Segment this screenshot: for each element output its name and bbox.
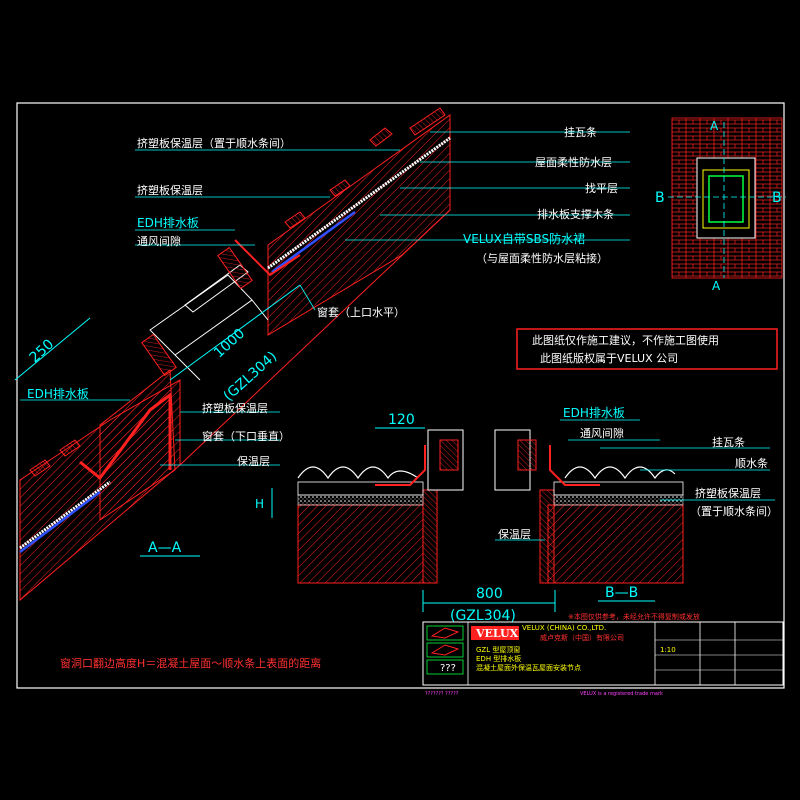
velux-logo-bg — [471, 626, 519, 640]
product-line-2: EDH 型排水板 — [476, 654, 521, 663]
label-ventilation-gap: 通风间隙 — [137, 234, 181, 248]
label-top-sill: 窗套（上口水平） — [317, 305, 405, 319]
key-plan-window-sash — [702, 169, 750, 229]
concrete-right-bb — [547, 504, 684, 584]
top-flashing-shape — [234, 239, 301, 277]
window-type-icon-1-shape — [430, 627, 460, 639]
label-insulation-aa: 保温层 — [237, 454, 270, 468]
marker-a-top: A — [710, 119, 719, 133]
section-aa-title: A—A — [148, 540, 182, 556]
key-plan-window-outer — [696, 157, 756, 239]
key-plan: A A B B — [655, 117, 786, 293]
section-bb-title: B—B — [605, 585, 638, 601]
scale-text: 1:10 — [660, 646, 676, 654]
label-tile-batten: 挂瓦条 — [564, 125, 597, 139]
tiles-left — [297, 466, 419, 480]
label-xps-board: 挤塑板保温层 — [137, 183, 203, 197]
product-line-1: GZL 型屋顶窗 — [476, 645, 520, 654]
flashing-left-bb — [375, 445, 426, 486]
small-code: ??? — [440, 663, 456, 674]
footer-right: VELUX is a registered trade mark — [580, 691, 663, 697]
label-xps-bb: 挤塑板保温层 — [695, 486, 761, 500]
label-edh-flashing: EDH排水板 — [137, 216, 199, 230]
label-velux-sbs: VELUX自带SBS防水裙 — [463, 231, 585, 246]
dim-h: H — [255, 497, 264, 511]
upstand-right — [539, 489, 555, 584]
label-bottom-sill: 窗套（下口垂直） — [202, 429, 290, 443]
insulation-lower — [19, 480, 111, 550]
label-edh-lower: EDH排水板 — [27, 387, 89, 401]
window-sash-right-bb — [517, 439, 537, 471]
label-edh-bb: EDH排水板 — [563, 406, 625, 420]
label-insulation-bb: 保温层 — [498, 527, 531, 541]
window-frame-left-bb — [427, 429, 464, 491]
membrane-lower — [19, 491, 101, 553]
dim-250-line — [14, 317, 91, 381]
footer-left: ??????? ????? — [425, 691, 459, 697]
label-counter-batten: 顺水条 — [735, 456, 768, 470]
window-sash-top — [217, 246, 253, 290]
dim-model-aa: (GZL304) — [221, 349, 281, 405]
label-leveling: 找平层 — [585, 181, 618, 195]
product-line-3: 混凝土屋面外保温瓦屋面安装节点 — [476, 663, 581, 672]
label-flexible-waterproof: 屋面柔性防水层 — [535, 155, 612, 169]
insulation-upper — [267, 136, 451, 270]
dim-120: 120 — [388, 412, 415, 428]
velux-logo: VELUX — [475, 627, 519, 640]
title-block: ??? VELUX VELUX (CHINA) CO.,LTD. 威卢克斯（中国… — [422, 612, 784, 697]
note-line-1: 此图纸仅作施工建议，不作施工图使用 — [532, 333, 719, 347]
window-type-icon-1 — [426, 625, 464, 641]
marker-b-right: B — [772, 190, 782, 206]
dim-800: 800 — [476, 586, 503, 602]
window-sash-bottom — [141, 333, 177, 377]
window-type-icon-3 — [426, 659, 464, 675]
drawing-frame — [16, 102, 785, 689]
insulation-left-bb — [297, 494, 424, 506]
label-drain-support: 排水板支撑木条 — [537, 207, 614, 221]
key-plan-window-glass — [708, 175, 744, 223]
note-line-2: 此图纸版权属于VELUX 公司 — [540, 351, 678, 365]
label-xps-note-bb: （置于顺水条间） — [690, 504, 778, 518]
battens-right — [553, 481, 684, 496]
label-ventilation-bb: 通风间隙 — [580, 426, 624, 440]
marker-a-bottom: A — [712, 279, 721, 293]
label-xps-lower: 挤塑板保温层 — [202, 401, 268, 415]
edh-flashing-shape — [79, 392, 172, 481]
leaders-aa-upper — [135, 131, 630, 311]
roof-tiles-upper — [284, 107, 446, 229]
warning-text: ※本图仅供参考，未经允许不得复制或发放 — [568, 612, 700, 621]
leaders-bb — [495, 419, 775, 541]
section-bb: 120 H 800 (GZL304) EDH排水板 通风间隙 挂瓦条 顺水条 挤… — [255, 406, 778, 624]
marker-b-left: B — [655, 190, 665, 206]
company-en: VELUX (CHINA) CO.,LTD. — [522, 624, 606, 632]
note-box-border — [516, 328, 778, 370]
flashing-right-bb — [549, 445, 600, 486]
dim-1000: 1000 — [211, 326, 248, 362]
concrete-left-bb — [297, 504, 424, 584]
dim-model-bb: (GZL304) — [450, 608, 516, 624]
window-type-icon-2-shape — [430, 644, 460, 656]
label-velux-sbs-note: （与屋面柔性防水层粘接） — [476, 251, 608, 265]
membrane-upper — [271, 210, 356, 274]
slab-underside — [179, 209, 451, 466]
leaders-aa-lower — [20, 399, 280, 466]
roof-tiles-lower — [29, 439, 81, 477]
section-aa: 250 1000 (GZL304) 挤塑板保温层（置于顺水条间） 挤塑板保温层 … — [14, 107, 630, 602]
tiles-right — [564, 466, 676, 480]
note-box: 此图纸仅作施工建议，不作施工图使用 此图纸版权属于VELUX 公司 — [516, 328, 778, 370]
label-xps-between-battens: 挤塑板保温层（置于顺水条间） — [137, 136, 291, 150]
battens-left — [297, 481, 424, 496]
company-cn: 威卢克斯（中国）有限公司 — [540, 633, 624, 642]
label-tile-batten-bb: 挂瓦条 — [712, 435, 745, 449]
window-type-icon-2 — [426, 642, 464, 658]
footnote: 窗洞口翻边高度H＝混凝土屋面～顺水条上表面的距离 — [60, 656, 321, 670]
title-block-frame — [422, 621, 784, 686]
upstand-left — [422, 489, 438, 584]
dim-250: 250 — [27, 336, 58, 366]
dim-1000-line — [169, 284, 301, 381]
window-sash-left-bb — [439, 439, 459, 471]
